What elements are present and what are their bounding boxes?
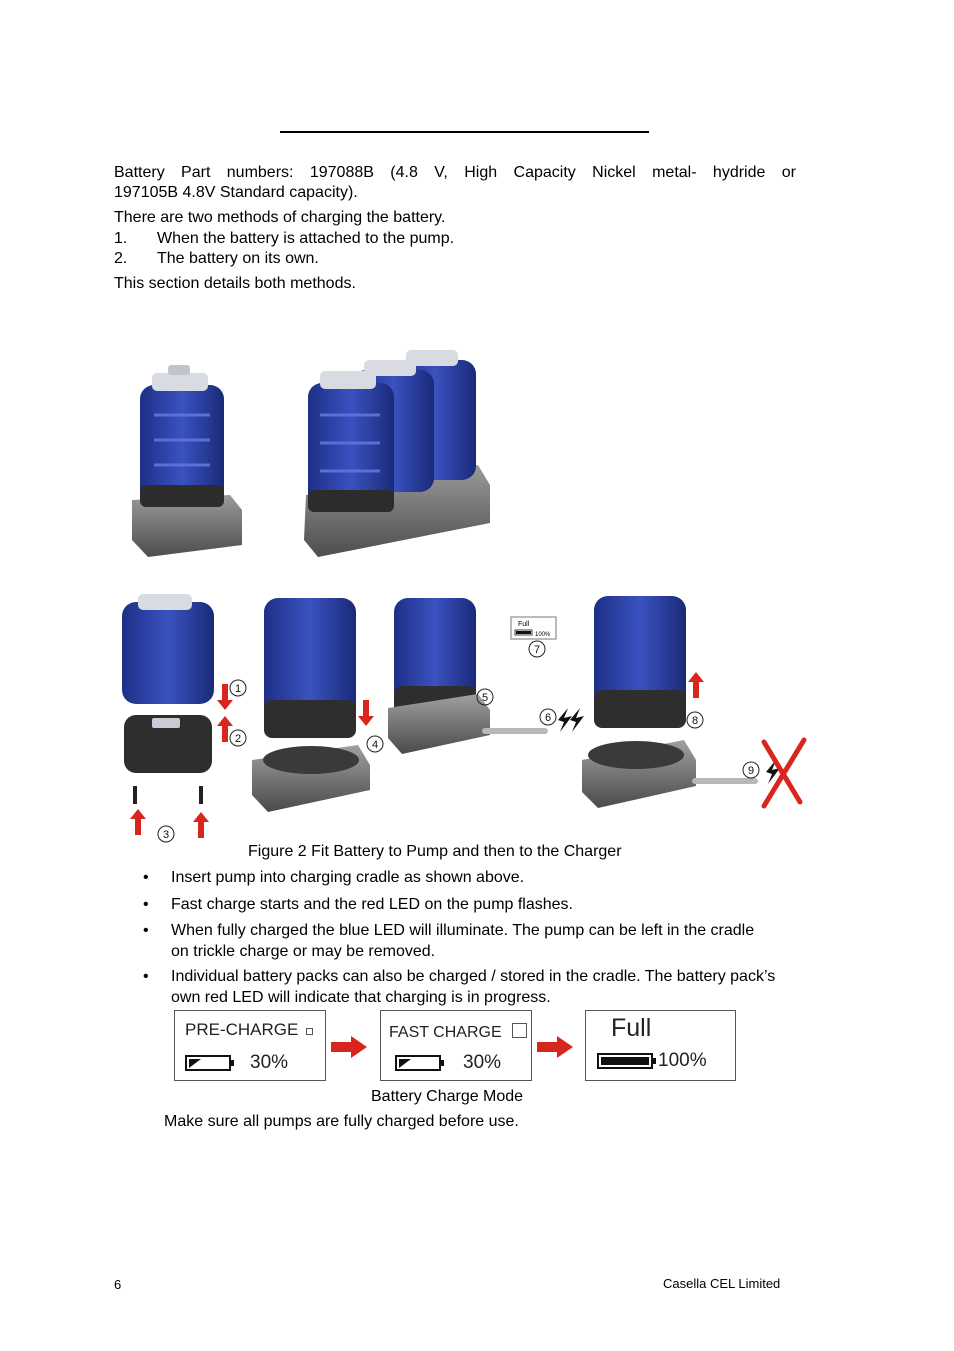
pump-and-battery-separated xyxy=(122,594,214,804)
battery-part-numbers-line1: Battery Part numbers: 197088B (4.8 V, Hi… xyxy=(114,164,796,181)
charger-product-illustration xyxy=(132,350,490,557)
step-number-5: 5 xyxy=(482,692,488,704)
method-2-text: The battery on its own. xyxy=(157,250,319,267)
method-1-text: When the battery is attached to the pump… xyxy=(157,230,455,247)
footer-company: Casella CEL Limited xyxy=(663,1276,781,1291)
battery-full-icon xyxy=(597,1053,656,1069)
fast-charge-label: FAST CHARGE xyxy=(389,1024,502,1041)
inset-full-display: Full 100% xyxy=(510,616,557,640)
lcd-pre-charge-panel: PRE-CHARGE 30% xyxy=(174,1010,326,1081)
lcd-fast-charge-panel: FAST CHARGE 30% xyxy=(380,1010,532,1081)
step-number-3: 3 xyxy=(163,829,169,841)
single-charger-image xyxy=(132,365,242,557)
bullet-fast-charge: Fast charge starts and the red LED on th… xyxy=(171,896,573,913)
full-label: Full xyxy=(611,1014,652,1042)
pump-in-cradle xyxy=(388,598,584,754)
bullet-individual-packs: Individual battery packs can also be cha… xyxy=(171,968,776,1006)
full-percent: 100% xyxy=(658,1050,707,1071)
step-number-9: 9 xyxy=(748,765,754,777)
pre-charge-label: PRE-CHARGE xyxy=(185,1020,299,1039)
step-number-7: 7 xyxy=(534,644,540,656)
step-number-4: 4 xyxy=(372,739,378,751)
triple-charger-image xyxy=(304,350,490,557)
inset-percent: 100% xyxy=(535,632,551,638)
lcd-full-panel: Full 100% xyxy=(585,1010,736,1081)
arrow-step-2 xyxy=(217,716,233,742)
arrow-right-icon xyxy=(331,1036,367,1058)
method-2-number: 2. xyxy=(114,250,128,267)
pump-over-cradle xyxy=(252,598,370,812)
pre-charge-indicator-icon xyxy=(306,1028,313,1035)
section-note: This section details both methods. xyxy=(114,275,356,292)
pump-lifted xyxy=(582,596,758,808)
step-number-8: 8 xyxy=(692,715,698,727)
arrow-step-3a xyxy=(130,809,146,835)
arrow-right-icon xyxy=(537,1036,573,1058)
step-number-2: 2 xyxy=(235,733,241,745)
arrow-step-1 xyxy=(217,684,233,710)
arrow-step-3b xyxy=(193,812,209,838)
battery-icon xyxy=(185,1055,234,1071)
pre-charge-percent: 30% xyxy=(250,1052,289,1073)
fit-battery-sequence-illustration: Full 100% 1 2 3 4 5 6 7 8 9 xyxy=(122,594,807,843)
bullet-insert-pump: Insert pump into charging cradle as show… xyxy=(171,869,525,886)
header-rule xyxy=(280,131,649,133)
step-number-1: 1 xyxy=(235,683,241,695)
bullet-marker: • xyxy=(143,968,149,985)
unplug-cross xyxy=(761,737,807,809)
methods-intro: There are two methods of charging the ba… xyxy=(114,209,446,226)
fast-charge-percent: 30% xyxy=(463,1052,502,1073)
closing-note: Make sure all pumps are fully charged be… xyxy=(164,1113,519,1130)
step-number-6: 6 xyxy=(545,712,551,724)
bullet-fully-charged: When fully charged the blue LED will ill… xyxy=(171,922,755,960)
arrow-step-8 xyxy=(688,672,704,698)
page-number: 6 xyxy=(114,1277,122,1292)
figure-caption: Figure 2 Fit Battery to Pump and then to… xyxy=(248,843,622,860)
arrow-step-4 xyxy=(358,700,374,726)
method-1-number: 1. xyxy=(114,230,128,247)
battery-icon xyxy=(395,1055,444,1071)
battery-part-numbers-line2: 197105B 4.8V Standard capacity). xyxy=(114,184,358,201)
fast-charge-indicator-icon xyxy=(512,1023,527,1038)
inset-full-label: Full xyxy=(518,621,530,628)
bullet-marker: • xyxy=(143,869,149,886)
bullet-marker: • xyxy=(143,896,149,913)
bullet-marker: • xyxy=(143,922,149,939)
charge-mode-caption: Battery Charge Mode xyxy=(371,1088,524,1105)
